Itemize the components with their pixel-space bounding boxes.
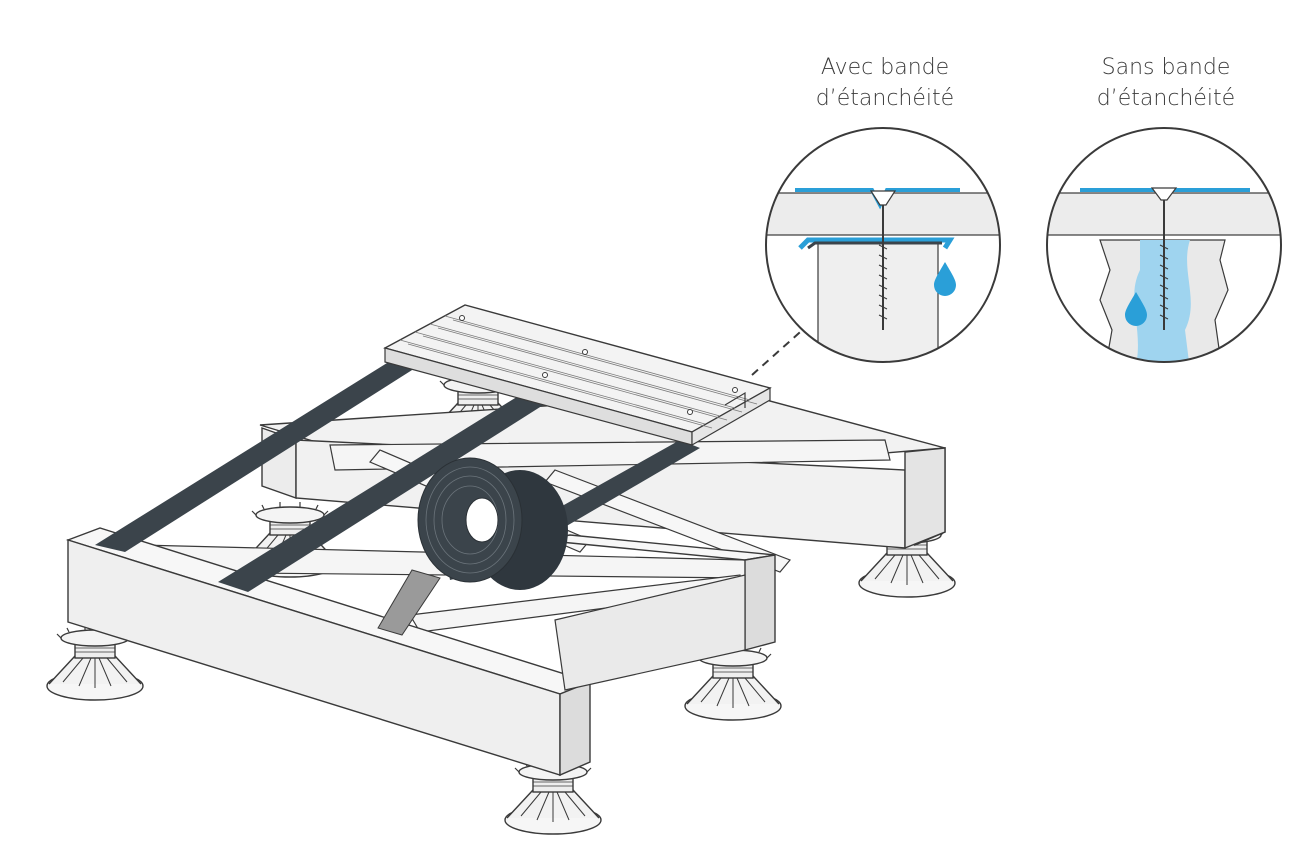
label-with-tape-line2: d’étanchéité — [815, 86, 955, 111]
water-drop-icon — [1125, 292, 1147, 326]
deck-boards — [383, 304, 772, 447]
label-with-tape: Avec bande d’étanchéité — [765, 52, 1005, 114]
tape-roll-icon — [377, 457, 568, 636]
screw-icon — [1150, 187, 1178, 330]
right-beam — [539, 534, 776, 691]
screw-icon — [869, 190, 897, 330]
callout-pointer — [751, 324, 809, 376]
label-without-tape-line2: d’étanchéité — [1096, 86, 1236, 111]
label-without-tape-line1: Sans bande — [1101, 55, 1231, 80]
label-with-tape-line1: Avec bande — [820, 55, 950, 80]
front-beam — [65, 527, 593, 777]
detail-with-tape — [765, 127, 1001, 363]
label-without-tape: Sans bande d’étanchéité — [1046, 52, 1286, 114]
detail-without-tape — [1046, 127, 1282, 363]
water-drop-icon — [934, 262, 956, 296]
